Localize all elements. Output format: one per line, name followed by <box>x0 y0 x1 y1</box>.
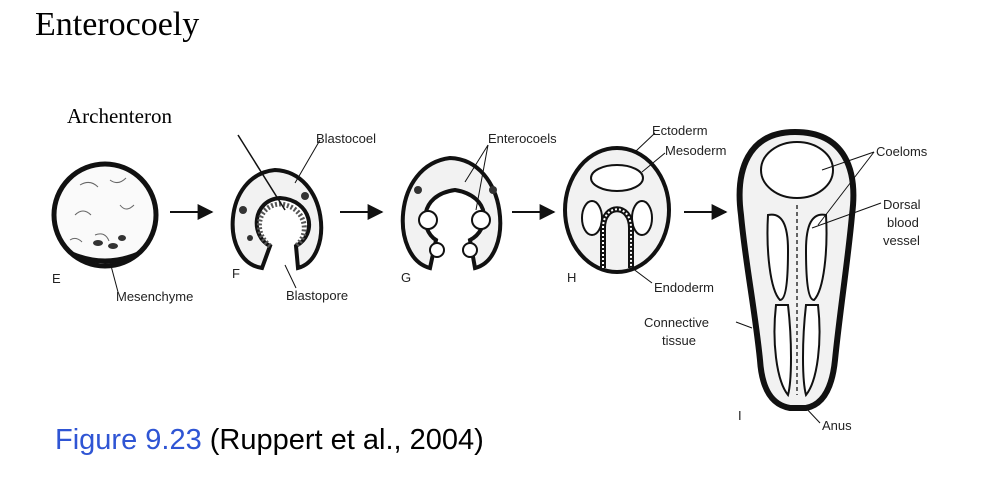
label-endoderm: Endoderm <box>654 280 714 295</box>
archenteron-label: Archenteron <box>67 104 172 128</box>
slide-title: Enterocoely <box>35 6 200 43</box>
label-dorsal-line-2: blood <box>887 215 919 230</box>
label-blastopore: Blastopore <box>286 288 348 303</box>
stage-i-embryo <box>736 128 857 411</box>
label-mesenchyme: Mesenchyme <box>116 289 193 304</box>
label-dorsal-line-1: Dorsal <box>883 197 921 212</box>
figure-caption: Figure 9.23 (Ruppert et al., 2004) <box>55 424 484 457</box>
label-ectoderm: Ectoderm <box>652 123 708 138</box>
label-coeloms: Coeloms <box>876 144 928 159</box>
label-dorsal-line-3: vessel <box>883 233 920 248</box>
stage-g-embryo <box>400 155 503 271</box>
stage-letter-g: G <box>401 270 411 285</box>
label-blastocoel: Blastocoel <box>316 131 376 146</box>
label-anus: Anus <box>822 418 852 433</box>
stage-letter-h: H <box>567 270 576 285</box>
stage-e-embryo <box>51 161 159 269</box>
stage-letter-f: F <box>232 266 240 281</box>
caption-citation: (Ruppert et al., 2004) <box>209 424 484 456</box>
archenteron-pointer <box>237 134 286 211</box>
label-connective-line-2: tissue <box>662 333 696 348</box>
caption-figure-number: Figure 9.23 <box>55 424 202 456</box>
stage-h-embryo <box>563 146 671 274</box>
stage-letter-e: E <box>52 271 61 286</box>
label-enterocoels: Enterocoels <box>488 131 557 146</box>
leader-lines <box>109 132 882 424</box>
stage-f-embryo <box>230 167 324 271</box>
stage-letter-i: I <box>738 408 742 423</box>
label-mesoderm: Mesoderm <box>665 143 726 158</box>
label-connective-line-1: Connective <box>644 315 709 330</box>
